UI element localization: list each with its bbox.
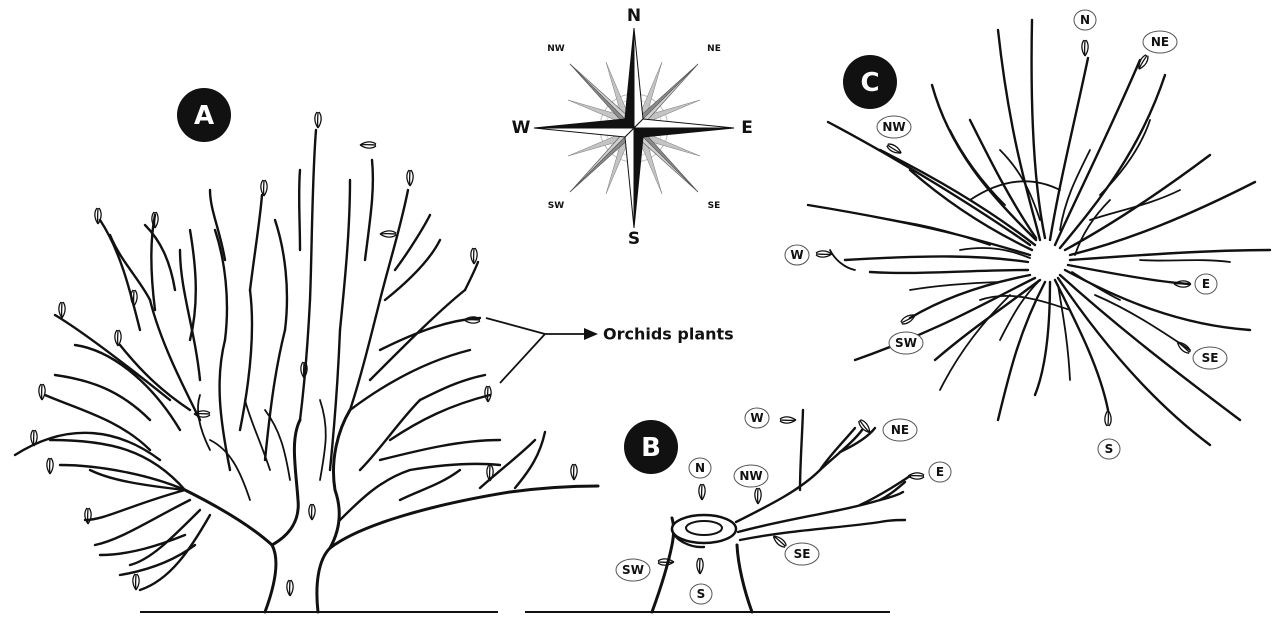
stump-label-ne: NE — [883, 419, 917, 441]
stump-label-sw-text: SW — [622, 563, 644, 577]
panel-c-letter: C — [860, 68, 879, 98]
crown-label-ne: NE — [1143, 31, 1177, 53]
stump-label-w-text: W — [750, 411, 763, 425]
crown-label-n: N — [1074, 10, 1096, 30]
stump-label-s-text: S — [697, 587, 706, 601]
crown-label-w-text: W — [790, 248, 803, 262]
panel-c-badge: C — [843, 55, 897, 109]
panel-b-badge: B — [624, 420, 678, 474]
compass-s: S — [628, 229, 640, 249]
compass-e: E — [741, 118, 753, 138]
stump-label-sw: SW — [616, 559, 650, 581]
stump-label-e: E — [929, 462, 951, 482]
stump-label-se: SE — [785, 543, 819, 565]
stump-label-s: S — [690, 584, 712, 604]
crown-label-ne-text: NE — [1151, 35, 1169, 49]
compass-nw: NW — [547, 44, 565, 54]
compass-n: N — [627, 6, 641, 26]
compass-w: W — [512, 118, 531, 138]
crown-label-w: W — [785, 245, 809, 265]
compass-rose: N S E W NW NE SW SE — [512, 6, 753, 249]
panel-a-letter: A — [194, 101, 214, 131]
panel-b-letter: B — [641, 433, 661, 463]
annotation-arrowhead — [584, 328, 598, 340]
crown-label-e-text: E — [1202, 277, 1210, 291]
stump-label-e-text: E — [936, 465, 944, 479]
panel-a-badge: A — [177, 88, 231, 142]
crown-label-se: SE — [1193, 347, 1227, 369]
crown-label-se-text: SE — [1202, 351, 1219, 365]
stump-label-n: N — [689, 458, 711, 478]
compass-sw: SW — [548, 201, 564, 211]
compass-ne: NE — [707, 44, 721, 54]
crown-label-e: E — [1195, 274, 1217, 294]
stump-label-nw: NW — [734, 465, 768, 487]
orchids-annotation: Orchids plants — [486, 318, 734, 383]
stump-label-se-text: SE — [794, 547, 811, 561]
crown-label-n-text: N — [1080, 13, 1090, 27]
crown-label-s-text: S — [1105, 442, 1114, 456]
crown-label-sw-text: SW — [895, 336, 917, 350]
crown-label-sw: SW — [889, 332, 923, 354]
tree-b-stump — [652, 410, 910, 612]
crown-label-nw: NW — [877, 116, 911, 138]
crown-label-nw-text: NW — [882, 120, 905, 134]
orchids-annotation-label: Orchids plants — [603, 325, 734, 344]
stump-label-nw-text: NW — [739, 469, 762, 483]
stump-label-w: W — [745, 408, 769, 428]
stump-label-ne-text: NE — [891, 423, 909, 437]
compass-se: SE — [708, 201, 721, 211]
stump-label-n-text: N — [695, 461, 705, 475]
crown-label-s: S — [1098, 439, 1120, 459]
